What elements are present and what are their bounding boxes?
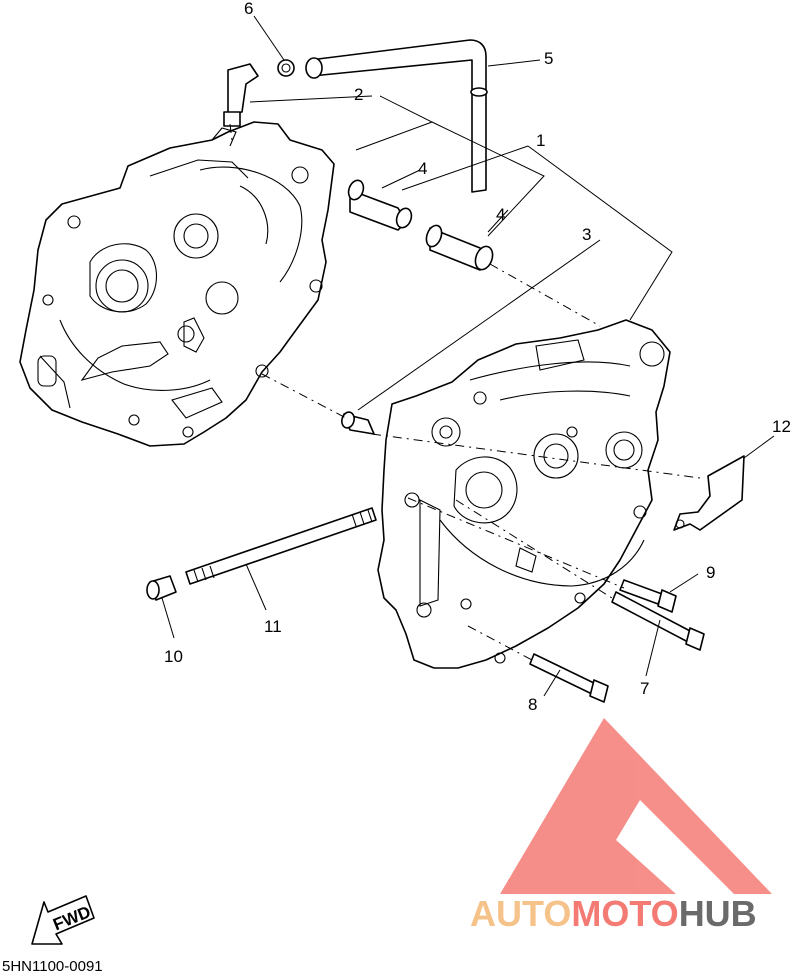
callout-7: 7 xyxy=(640,679,649,698)
fwd-label: FWD xyxy=(50,902,93,934)
callout-1: 1 xyxy=(536,131,545,150)
callout-2: 2 xyxy=(354,85,363,104)
breather-elbow xyxy=(223,63,259,127)
brand-auto: AUTO xyxy=(470,893,572,934)
callout-8: 8 xyxy=(528,695,537,714)
callout-9: 9 xyxy=(706,563,715,582)
alignment-lines xyxy=(229,123,701,661)
callout-6: 6 xyxy=(244,0,253,18)
bolt-8 xyxy=(529,653,609,703)
leader-lines xyxy=(161,15,775,697)
callout-12: 12 xyxy=(772,417,791,436)
fwd-arrow-icon: FWD xyxy=(31,895,95,945)
small-dowel xyxy=(341,411,375,435)
dowel-pin-lower xyxy=(425,224,494,271)
brand-hub: HUB xyxy=(678,893,757,934)
callout-4b: 4 xyxy=(496,205,505,224)
callout-10: 10 xyxy=(164,647,183,666)
crankcase-left-half xyxy=(19,121,335,447)
drawing-code: 5HN1100-0091 xyxy=(2,958,103,975)
stud-nut xyxy=(146,575,177,601)
crankcase-right-half xyxy=(377,319,671,669)
bolt-7 xyxy=(611,591,705,651)
hose-clip xyxy=(277,59,295,77)
callout-5: 5 xyxy=(544,49,553,68)
bracket-plate xyxy=(673,455,745,531)
dowel-pin-upper xyxy=(347,179,413,231)
callout-labels: 1 2 3 4 4 5 6 7 8 9 10 11 12 xyxy=(164,0,791,714)
brand-moto: MOTO xyxy=(571,893,679,934)
stud-bolt xyxy=(185,507,377,585)
watermark-brand: AUTOMOTOHUB xyxy=(470,893,757,935)
callout-3: 3 xyxy=(582,225,591,244)
callout-11: 11 xyxy=(264,617,282,636)
watermark-logo-icon xyxy=(500,718,772,894)
callout-4a: 4 xyxy=(418,159,427,178)
breather-hose xyxy=(305,39,488,193)
